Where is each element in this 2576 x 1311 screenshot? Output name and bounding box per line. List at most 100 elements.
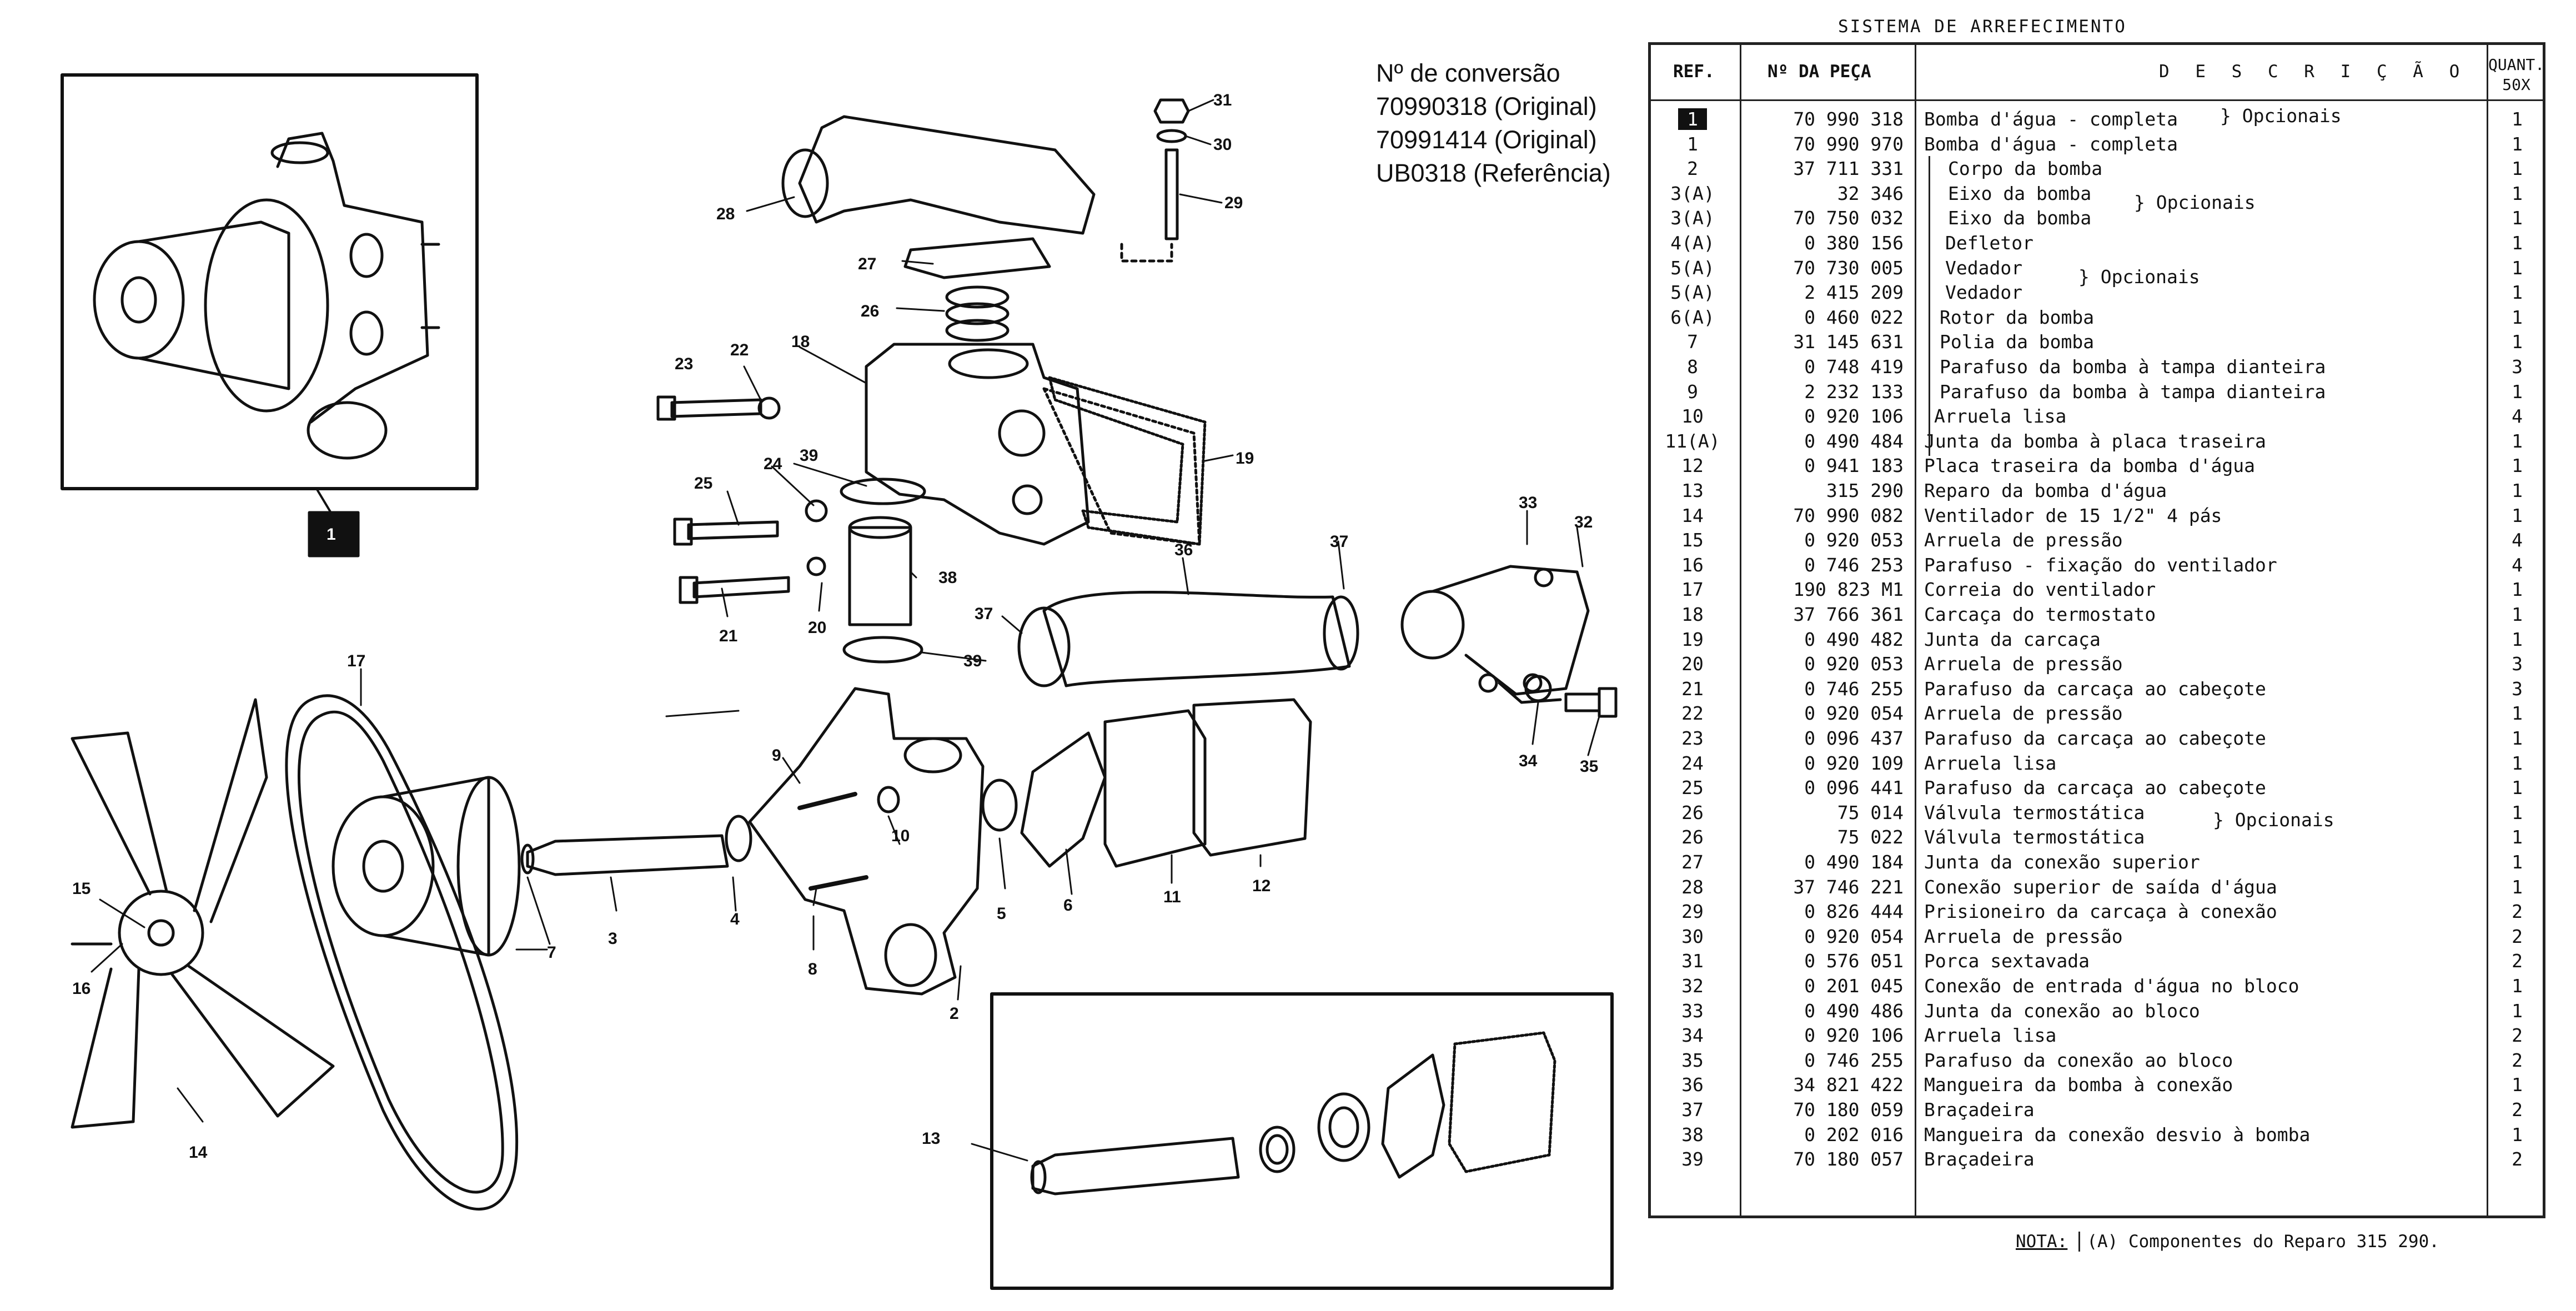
callout-34: 34 — [1519, 752, 1538, 770]
table-row: 22 0 920 054 Arruela de pressão 1 — [1651, 701, 2543, 726]
cell-description: Defletor — [1945, 232, 2033, 254]
callout-6: 6 — [1063, 896, 1073, 915]
leader-lines — [91, 99, 1600, 1162]
cell-description: Correia do ventilador — [1924, 579, 2156, 601]
callout-35: 35 — [1580, 757, 1598, 776]
cell-description: Arruela de pressão — [1924, 653, 2123, 675]
cell-ref: 4(A) — [1670, 232, 1715, 254]
callout-11: 11 — [1163, 888, 1181, 906]
cell-quantity: 1 — [2512, 702, 2523, 725]
cell-part-number: 2 415 209 — [1804, 282, 1904, 304]
cell-description: Vedador — [1945, 257, 2023, 279]
cell-ref: 20 — [1681, 653, 1704, 675]
cell-part-number: 70 750 032 — [1793, 207, 1904, 229]
cell-ref: 12 — [1681, 455, 1704, 477]
callout-39: 39 — [800, 446, 818, 465]
callout-10: 10 — [891, 827, 910, 845]
cell-part-number: 75 014 — [1837, 801, 1904, 823]
cell-ref: 7 — [1687, 331, 1698, 353]
cell-description: Porca sextavada — [1924, 950, 2090, 972]
inlet-connection-drawing — [1400, 565, 1618, 718]
cell-quantity: 2 — [2512, 1148, 2523, 1171]
cell-quantity: 2 — [2512, 925, 2523, 947]
cell-part-number: 0 920 053 — [1804, 529, 1904, 551]
cell-description: Arruela de pressão — [1924, 702, 2123, 725]
cell-description: Bomba d'água - completa — [1924, 108, 2178, 130]
cell-description: Placa traseira da bomba d'água — [1924, 455, 2256, 477]
cell-part-number: 0 576 051 — [1804, 950, 1904, 972]
cell-description: Eixo da bomba — [1948, 182, 2092, 204]
cell-description: Ventilador de 15 1/2" 4 pás — [1924, 504, 2222, 526]
cell-part-number: 70 730 005 — [1793, 257, 1904, 279]
cell-quantity: 1 — [2512, 380, 2523, 403]
callout-5: 5 — [997, 905, 1006, 923]
cell-description: Parafuso da carcaça ao cabeçote — [1924, 777, 2266, 799]
cell-description: Corpo da bomba — [1948, 158, 2103, 180]
cell-part-number: 315 290 — [1826, 480, 1904, 501]
conversion-title: Nº de conversão — [1376, 59, 1560, 87]
cell-ref: 25 — [1681, 777, 1704, 799]
cell-ref: 15 — [1681, 529, 1704, 551]
cell-quantity: 1 — [2512, 504, 2523, 526]
cell-description: Arruela lisa — [1924, 752, 2057, 774]
cell-description: Arruela lisa — [1934, 405, 2067, 428]
cell-part-number: 0 490 482 — [1804, 628, 1904, 650]
cell-description: Mangueira da bomba à conexão — [1924, 1074, 2233, 1096]
cell-part-number: 34 821 422 — [1793, 1074, 1904, 1096]
cell-description: Válvula termostática — [1924, 826, 2145, 848]
cell-ref: 26 — [1681, 801, 1704, 823]
cell-ref: 38 — [1681, 1123, 1704, 1146]
cell-ref: 27 — [1681, 851, 1704, 873]
callout-15: 15 — [72, 880, 91, 898]
cell-part-number: 37 746 221 — [1793, 876, 1904, 898]
cell-part-number: 70 180 059 — [1793, 1099, 1904, 1121]
cell-part-number: 0 920 054 — [1804, 702, 1904, 725]
cell-quantity: 4 — [2512, 554, 2523, 576]
cell-part-number: 0 746 255 — [1804, 1049, 1904, 1071]
footnote-label: NOTA: — [2016, 1232, 2068, 1252]
callout-7: 7 — [547, 943, 556, 962]
cell-ref: 9 — [1687, 380, 1698, 403]
cell-quantity: 3 — [2512, 356, 2523, 378]
impeller-drawing — [981, 731, 1107, 868]
callout-14: 14 — [189, 1143, 208, 1162]
cell-part-number: 0 490 486 — [1804, 999, 1904, 1022]
callout-27: 27 — [858, 255, 876, 273]
callout-4: 4 — [730, 910, 740, 928]
shaft-drawing — [520, 834, 729, 876]
cell-description: Arruela lisa — [1924, 1024, 2057, 1047]
optional-label: } Opcionais — [2134, 192, 2256, 213]
cell-part-number: 0 380 156 — [1804, 232, 1904, 254]
cell-ref: 37 — [1681, 1099, 1704, 1121]
callouts: 1 2 3 4 5 6 7 8 9 10 11 12 13 14 15 16 1… — [72, 91, 1598, 1162]
cell-quantity: 2 — [2512, 1024, 2523, 1047]
thermostat-housing-drawing — [865, 343, 1201, 546]
cell-ref: 22 — [1681, 702, 1704, 725]
cell-quantity: 4 — [2512, 529, 2523, 551]
cell-quantity: 1 — [2512, 207, 2523, 229]
cell-quantity: 4 — [2512, 405, 2523, 428]
callout-39b: 39 — [963, 652, 982, 670]
callout-37b: 37 — [975, 605, 993, 623]
cell-part-number: 0 202 016 — [1804, 1123, 1904, 1146]
cell-description: Conexão superior de saída d'água — [1924, 876, 2277, 898]
cell-description: Vedador — [1945, 282, 2023, 304]
cell-quantity: 1 — [2512, 182, 2523, 204]
callout-20: 20 — [808, 619, 826, 637]
cell-quantity: 3 — [2512, 653, 2523, 675]
callout-18: 18 — [791, 333, 810, 351]
callout-16: 16 — [72, 980, 91, 998]
